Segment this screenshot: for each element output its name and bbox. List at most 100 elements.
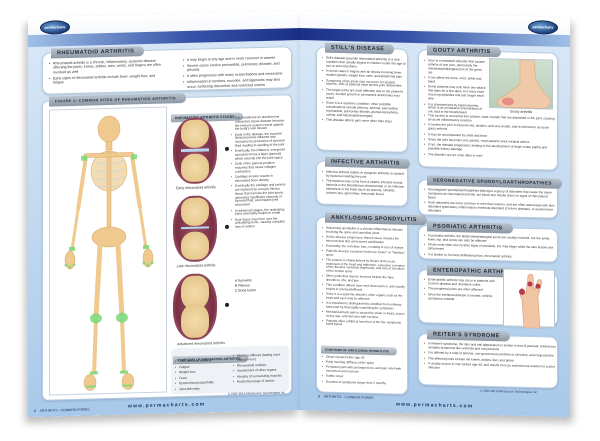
bullet: Early signs of rheumatoid arthritis incl…	[49, 73, 167, 85]
right-page-footer: 3 ARTHRITIS - COMMON FORMS	[318, 394, 374, 399]
bullet: Fatigue	[175, 363, 231, 368]
bullet: Early in the disease, the synovial linin…	[231, 131, 287, 149]
skeleton-figure	[49, 106, 167, 396]
reiters-syndrome-panel: Reiter's Syndrome In Reiter's syndrome, …	[418, 329, 558, 389]
seronegative-bullets: Seronegative spondyloarthropathies belon…	[424, 187, 556, 218]
panel-title: Seronegative Spondyloarthropathies	[427, 175, 563, 189]
panel-title: Rheumatoid Arthritis	[51, 46, 145, 59]
bullet: The bacteria may come from a nearby infe…	[322, 179, 406, 198]
skeleton-illustration	[64, 115, 154, 391]
permacharts-logo: permacharts	[40, 20, 70, 35]
advanced-joint-illustration	[173, 273, 229, 341]
bullet: It usually occurs in men before age 40, …	[424, 361, 556, 373]
bullet: Rheumatoid nodules	[233, 362, 287, 367]
panel-title: Infective Arthritis	[325, 156, 410, 169]
gouty-arthritis-panel: Gouty Arthritis Gout is a metabolic diso…	[418, 45, 558, 171]
early-joint-illustration	[173, 117, 229, 185]
reiters-bullets: In Reiter's syndrome, the skin and nail …	[424, 341, 556, 375]
bullet: Such disorders are more common in men th…	[424, 201, 556, 216]
bone-top	[181, 197, 209, 227]
late-joint-illustration	[173, 195, 229, 263]
bullet: Inflammation in tendons, muscles, and li…	[183, 77, 289, 89]
rheumatoid-arthritis-panel: Rheumatoid Arthritis Rheumatoid arthriti…	[42, 46, 292, 95]
gouty-foot-photo	[489, 57, 553, 110]
bullet: Some patients may only have one attack t…	[424, 85, 486, 103]
bullet: Rheumatoid arthritis is a chronic, infla…	[49, 58, 167, 75]
psoriatic-bullets: In psoriatic arthritis, the distal inter…	[424, 233, 556, 261]
stills-disease-panel: Still's Disease Still's disease (juvenil…	[316, 42, 408, 153]
late-caption: Late rheumatoid arthritis	[176, 263, 216, 269]
left-page: permacharts Rheumatoid Arthritis Rheumat…	[28, 10, 300, 418]
foot-illustration	[496, 59, 551, 109]
bullet: Gout is a metabolic disorder that causes…	[424, 58, 486, 76]
bullet: The posture is characterized by flexion …	[322, 258, 406, 275]
bullet: Eventually, the inflamed, overgrown syno…	[231, 148, 287, 162]
marker-c	[225, 302, 229, 307]
bullet: Joint pain and swelling	[175, 358, 231, 363]
enteropathic-bullets: Enteropathic arthritis may occur in pati…	[424, 277, 496, 304]
gouty-bullets-narrow: Gout is a metabolic disorder that causes…	[424, 58, 486, 117]
bullet: Once the intestinal disease is treated, …	[424, 292, 496, 303]
panel-title: Still's Disease	[325, 42, 395, 55]
infective-bullets: Infective arthritis (septic or pyogenic …	[322, 170, 406, 200]
footer-label: ARTHRITIS - COMMON FORMS	[39, 407, 90, 413]
bone-top	[181, 119, 209, 149]
figure1-title: Figure 1: Common Sites of Rheumatoid Art…	[49, 92, 186, 107]
bullet: This disease affects girls more often th…	[322, 118, 406, 125]
page-number: 2	[34, 408, 36, 413]
stages-legend: A Synovitis B Pannus C Bone fusion	[235, 278, 256, 294]
gouty-caption: Gouty arthritis	[509, 109, 533, 115]
stages-section: Rheumatoid Arthritis Stages Early rheuma…	[171, 103, 289, 346]
symptoms-col2: Morning stiffness (lasting more than an …	[233, 352, 287, 385]
figure-panel: Figure 1: Common Sites of Rheumatoid Art…	[42, 92, 292, 401]
bullet: Symmetrical polyarthritis	[175, 380, 231, 385]
bullet: In advanced stages, the underlying bone …	[231, 207, 287, 217]
gouty-bullets-wide: This excess is converted into sodium ura…	[424, 113, 556, 162]
bullet: Morning stiffness (lasting more than an …	[233, 352, 287, 362]
bone-bottom	[181, 231, 209, 261]
ankylosing-bullets: Ankylosing spondylitis is a chronic infl…	[322, 226, 406, 331]
panel-title: Ankylosing Spondylitis	[325, 212, 427, 226]
marker-a	[225, 146, 229, 151]
advanced-caption: Advanced rheumatoid arthritis	[177, 340, 225, 347]
panel-title: Reiter's Syndrome	[427, 329, 510, 342]
bullet: Fever	[175, 374, 231, 379]
marker-b	[225, 224, 229, 229]
ankylosing-symptoms: Onset of pain before age 40 Early mornin…	[322, 355, 406, 388]
psoriatic-arthritis-panel: Psoriatic Arthritis In psoriatic arthrit…	[418, 221, 558, 263]
bone-bottom	[181, 303, 209, 339]
enteropathic-arthritis-panel: Enteropathic Arthritis Enteropathic arth…	[418, 265, 558, 329]
left-page-footer: 2 ARTHRITIS - COMMON FORMS	[34, 408, 90, 413]
stages-bullets: It is considered an autoimmune connectiv…	[231, 115, 287, 231]
rheumatoid-col1: Rheumatoid arthritis is a chronic, infla…	[49, 58, 167, 86]
bullet: Scar tissue may form over the articulati…	[231, 216, 287, 230]
bullet: Eventually the cartilage and pannus are …	[231, 183, 287, 208]
bullet: Involvement of other organs	[233, 367, 287, 373]
bullet: Weight loss	[175, 369, 231, 374]
header-stripe	[28, 28, 300, 48]
bullet: Cells of the pannus produce enzymes that…	[231, 161, 287, 175]
early-caption: Early rheumatoid arthritis	[176, 185, 216, 191]
hand-illustration	[519, 273, 543, 329]
ankylosing-spondylitis-panel: Ankylosing Spondylitis Ankylosing spondy…	[316, 212, 427, 395]
rheumatoid-col2: It may begin at any age and is more comm…	[183, 55, 289, 90]
joint-space	[181, 148, 209, 153]
bullet: Atrophy of surrounding muscles	[233, 373, 287, 378]
stills-bullets: Still's disease (juvenile rheumatoid art…	[322, 56, 406, 127]
header-band: permacharts	[300, 10, 570, 48]
permacharts-logo: permacharts	[528, 19, 558, 35]
seronegative-panel: Seronegative Spondyloarthropathies Seron…	[418, 175, 563, 219]
right-copyright: © 2005-2016 Mindsource Technologies Inc.	[480, 388, 538, 395]
left-copyright: © 2005-2016 Mindsource Technologies Inc.	[228, 390, 286, 396]
hand-photo	[503, 268, 555, 329]
panel-title: Gouty Arthritis	[427, 45, 501, 58]
bullet: Duration of symptoms longer than 3 month…	[322, 379, 406, 386]
infective-arthritis-panel: Infective Arthritis Infective arthritis …	[316, 156, 410, 207]
symptoms-col1: Joint pain and swelling Fatigue Weight l…	[175, 358, 231, 392]
bullet: Restricted range of motion	[233, 378, 287, 384]
bone-bottom	[181, 153, 209, 183]
right-page: permacharts Still's Disease Still's dise…	[300, 10, 570, 418]
website-url: www.permacharts.com	[396, 401, 474, 410]
symptoms-section: Symptoms of Rheumatoid Arthritis Joint p…	[171, 345, 289, 395]
footer-label: ARTHRITIS - COMMON FORMS	[323, 394, 374, 400]
